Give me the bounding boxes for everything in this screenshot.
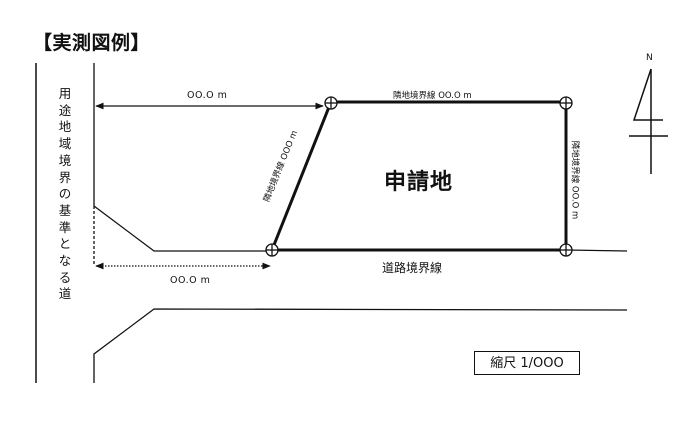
scale-label: 縮尺 1/OOO: [474, 351, 580, 375]
road-upper-edge-right: [565, 249, 628, 252]
road-boundary-label: 道路境界線: [382, 261, 443, 275]
bottom-distance-label: OO.O m: [170, 275, 211, 286]
right-neighbor-boundary-label: 隣地境界線 OO.O m: [569, 140, 580, 220]
north-label: N: [646, 53, 653, 63]
road-upper-edge: [93, 205, 272, 252]
page-title: 【実測図例】: [33, 32, 151, 54]
corner-marker: [265, 96, 573, 257]
reference-road-label: 用途地域境界の基準となる道: [58, 86, 72, 302]
top-neighbor-boundary-label: 隣地境界線 OO.O m: [393, 91, 472, 101]
site-label: 申請地: [384, 170, 454, 195]
top-distance-label: OO.O m: [187, 90, 228, 101]
road-lower-edge: [93, 308, 628, 383]
north-arrow-icon: [629, 68, 668, 174]
